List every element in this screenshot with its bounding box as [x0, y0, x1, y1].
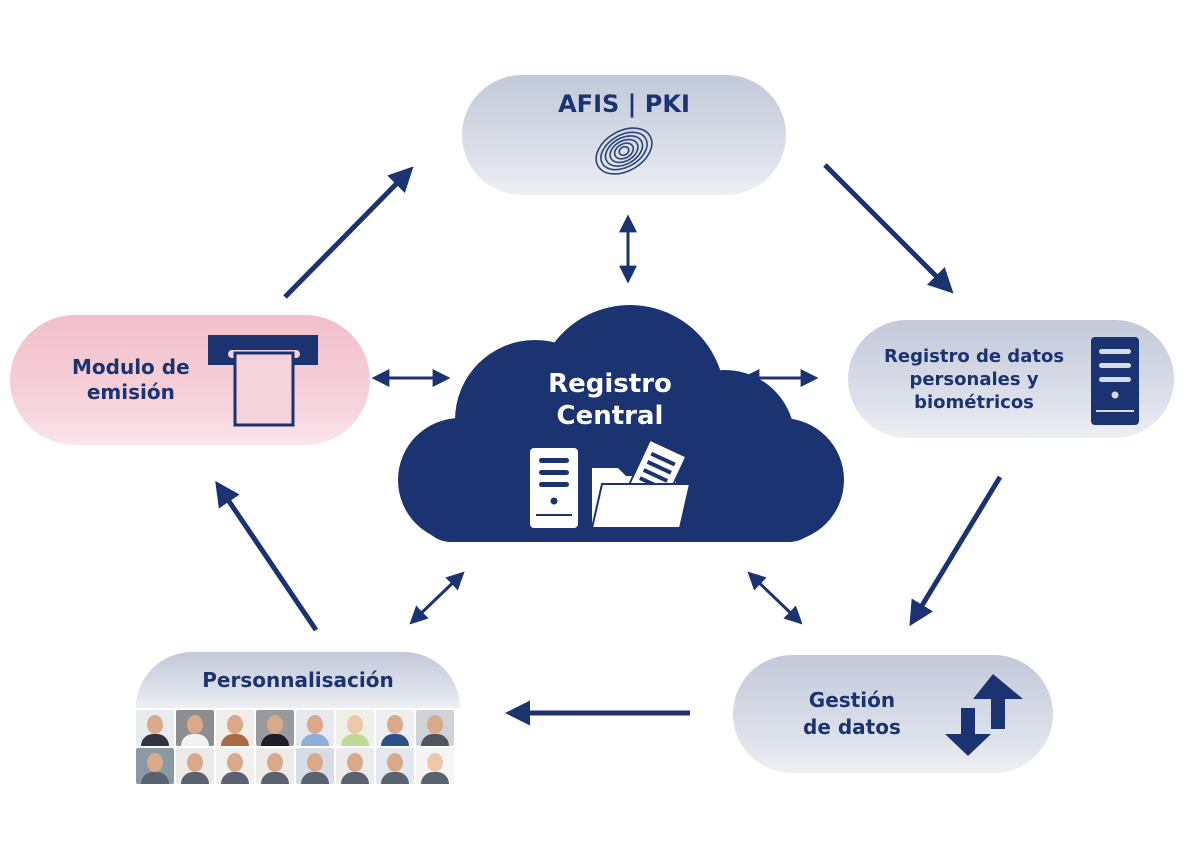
central-title-line1: Registro — [548, 369, 672, 399]
server-icon — [530, 448, 578, 528]
registro-label-line2: personales y — [909, 368, 1039, 390]
flow-arrow-modulo-to-afis — [283, 166, 414, 299]
flow-arrow-afis-to-registro — [823, 163, 954, 294]
portrait-photo — [176, 710, 214, 746]
portrait-photo — [296, 710, 334, 746]
registro-label-line3: biométricos — [914, 391, 1034, 413]
portrait-photo — [256, 710, 294, 746]
portrait-photo — [296, 748, 334, 784]
portrait-photo — [216, 748, 254, 784]
node-registro-datos: Registro de datos personales y biométric… — [848, 320, 1174, 438]
node-gestion-datos: Gestión de datos — [733, 655, 1053, 773]
card-printer-icon — [208, 335, 318, 427]
gestion-label: Gestión de datos — [803, 687, 901, 741]
link-center-personnalisacion — [409, 571, 465, 625]
central-title-line2: Central — [556, 401, 664, 431]
up-down-arrows-icon — [945, 674, 1023, 756]
server-icon — [1091, 337, 1139, 425]
afis-pki-label: AFIS | PKI — [558, 90, 690, 118]
flow-arrow-personnalisacion-to-modulo — [215, 480, 319, 632]
gestion-label-line2: de datos — [803, 715, 901, 739]
folder-document-icon — [590, 440, 692, 529]
portrait-photo — [216, 710, 254, 746]
registro-label: Registro de datos personales y biométric… — [884, 345, 1064, 414]
portrait-photo — [416, 748, 454, 784]
modulo-label-line2: emisión — [86, 380, 175, 404]
portrait-photo — [336, 748, 374, 784]
flow-arrow-registro-to-gestion — [909, 475, 1003, 627]
portrait-photo — [256, 748, 294, 784]
node-personnalisacion: Personnalisación — [136, 652, 460, 784]
link-center-gestion — [747, 571, 803, 625]
registro-label-line1: Registro de datos — [884, 345, 1065, 367]
node-afis-pki: AFIS | PKI — [462, 75, 786, 195]
gestion-label-line1: Gestión — [808, 688, 896, 712]
portrait-photo — [136, 710, 174, 746]
node-modulo-emision: Modulo de emisión — [10, 315, 370, 445]
portrait-photo — [136, 748, 174, 784]
central-title: Registro Central — [500, 368, 720, 432]
fingerprint-icon — [595, 127, 653, 175]
portrait-photo — [376, 710, 414, 746]
portrait-photo — [376, 748, 414, 784]
portrait-photo — [336, 710, 374, 746]
modulo-label: Modulo de emisión — [72, 355, 190, 405]
portrait-photo — [176, 748, 214, 784]
modulo-label-line1: Modulo de — [72, 355, 190, 379]
portrait-photos-grid — [136, 710, 454, 784]
portrait-photo — [416, 710, 454, 746]
personnalisacion-header: Personnalisación — [136, 652, 460, 708]
personnalisacion-label: Personnalisación — [202, 667, 394, 692]
